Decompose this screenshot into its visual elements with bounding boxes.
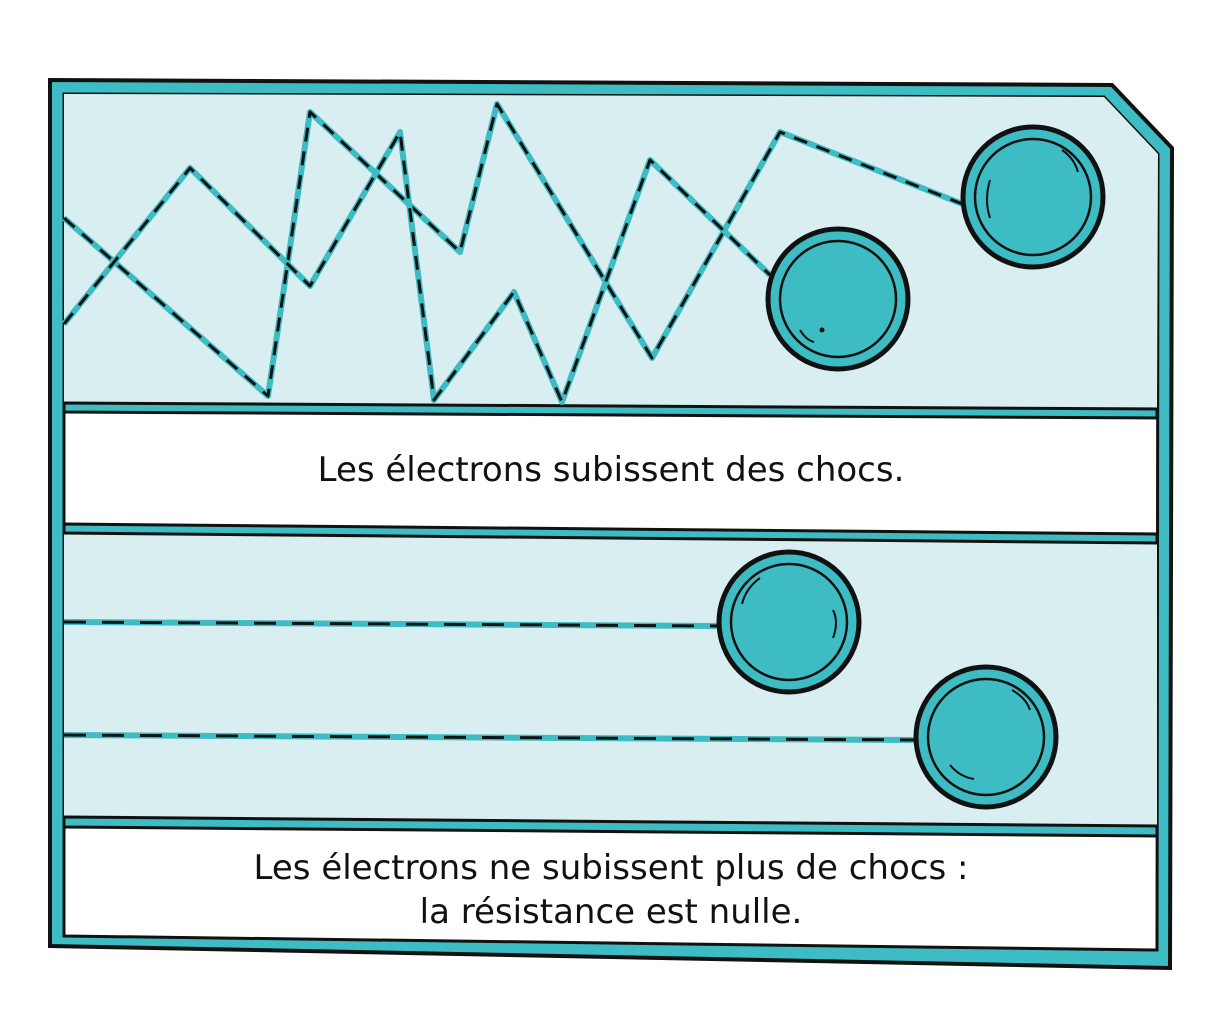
electron-4 (913, 664, 1059, 810)
trajectory-zigzag-1 (62, 101, 967, 399)
trajectory-straight-2 (63, 732, 918, 743)
bottom-panel (64, 530, 1157, 826)
electron-2 (765, 226, 911, 372)
caption-no-collisions-line2: la résistance est nulle. (419, 892, 803, 932)
caption-collisions: Les électrons subissent des chocs. (66, 448, 1156, 492)
electron-1 (960, 124, 1106, 270)
separator-bottom (62, 815, 1159, 838)
caption-no-collisions: Les électrons ne subissent plus de chocs… (66, 846, 1156, 934)
trajectory-straight-1 (63, 619, 723, 629)
separator-top (62, 401, 1159, 420)
electron-3 (716, 549, 862, 695)
caption-collisions-text: Les électrons subissent des chocs. (317, 450, 905, 490)
caption-no-collisions-line1: Les électrons ne subissent plus de chocs… (253, 848, 969, 888)
separator-middle (62, 522, 1159, 545)
trajectory-zigzag-2 (61, 129, 773, 405)
